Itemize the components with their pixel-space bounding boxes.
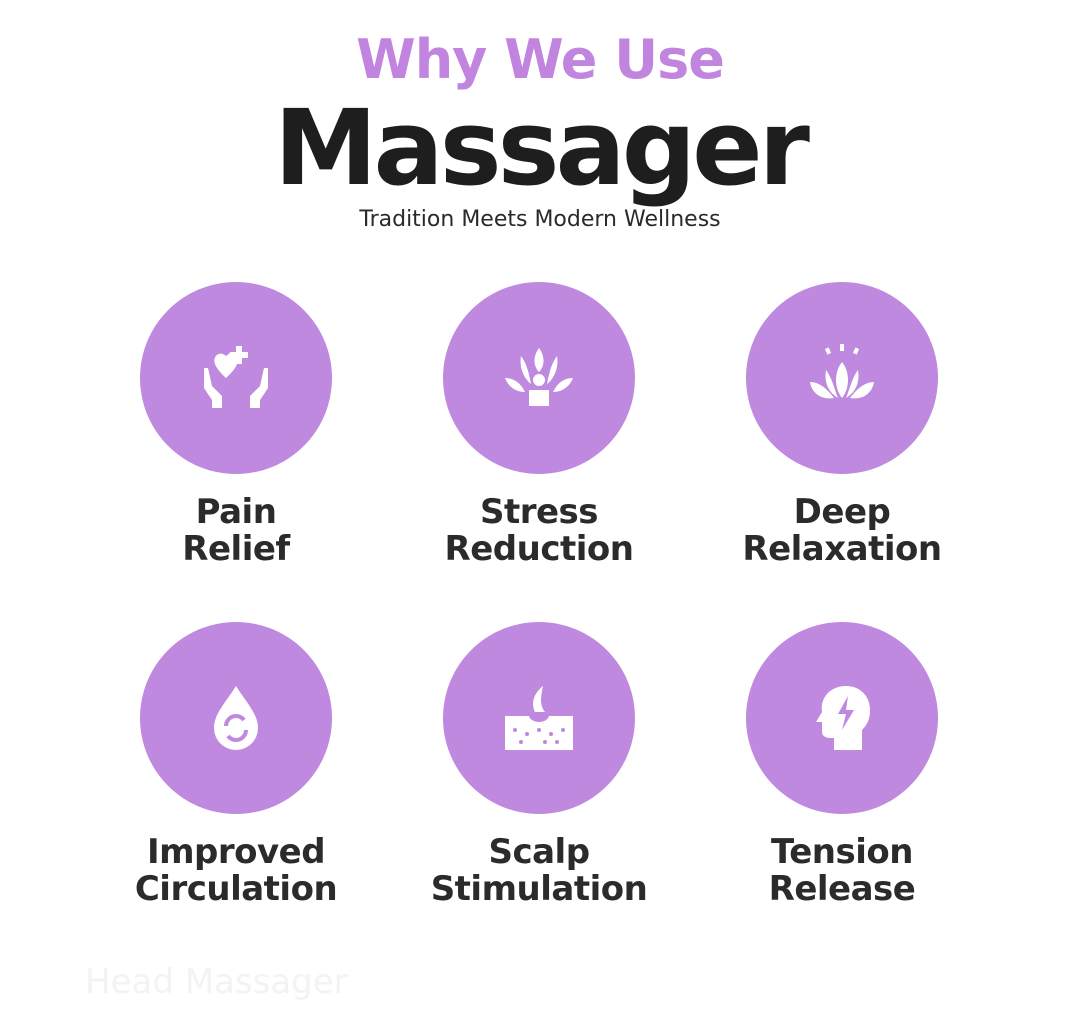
benefit-label-line1: Pain <box>195 492 277 532</box>
page-title: Massager <box>274 87 810 209</box>
lotus-person-icon <box>505 348 573 406</box>
benefit-label-line1: Improved <box>146 832 326 872</box>
benefit-label-line2: Reduction <box>444 529 634 569</box>
header-kicker: Why We Use <box>356 28 725 91</box>
scalp-hair-icon <box>505 686 573 750</box>
hands-heart-icon <box>204 346 268 408</box>
benefit-label-line2: Relaxation <box>742 529 942 569</box>
head-lightning-icon <box>816 686 870 750</box>
benefit-label-line1: Scalp <box>488 832 590 872</box>
benefit-label-line1: Tension <box>771 832 913 872</box>
benefit-label-line2: Circulation <box>134 869 338 909</box>
benefit-label-line1: Stress <box>479 492 599 532</box>
lotus-icon <box>810 344 874 399</box>
benefit-label-line1: Deep <box>793 492 891 532</box>
benefit-label-line2: Stimulation <box>430 869 648 909</box>
page-subtitle: Tradition Meets Modern Wellness <box>359 207 721 232</box>
drop-cycle-icon <box>214 686 258 750</box>
faint-footer-text: Head Massager <box>85 962 348 1002</box>
benefit-label-line2: Relief <box>182 529 290 569</box>
benefit-label-line2: Release <box>768 869 916 909</box>
